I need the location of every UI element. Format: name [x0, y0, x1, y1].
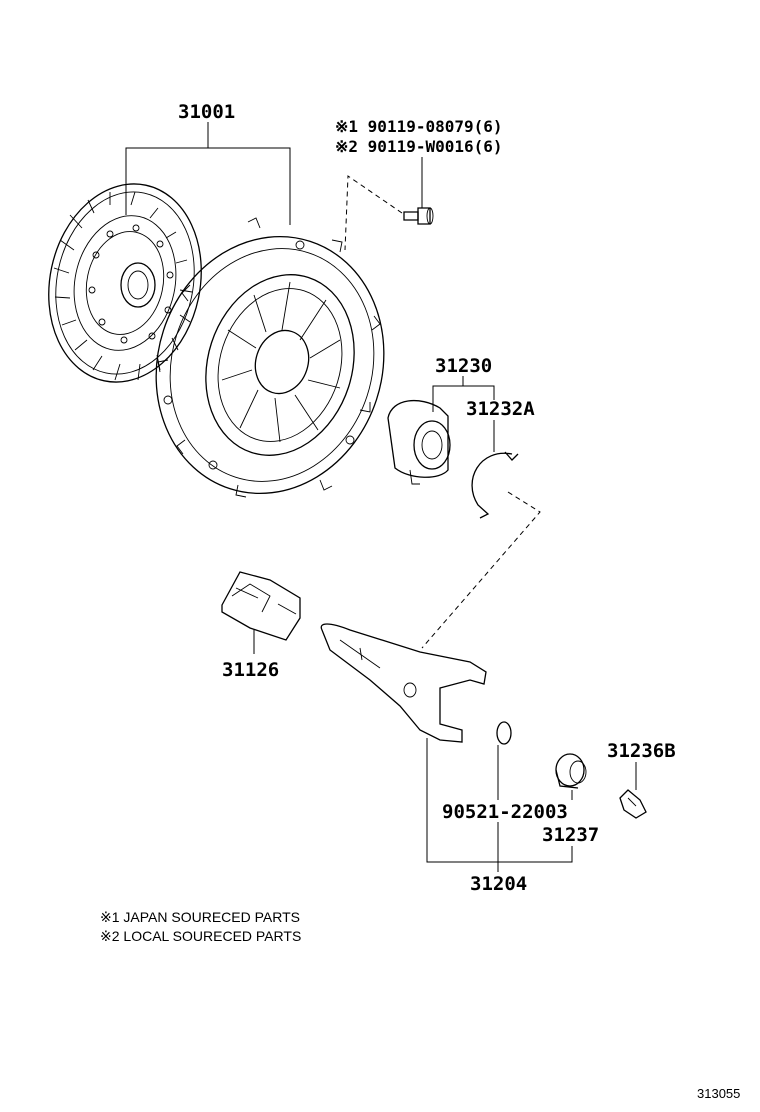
label-31204: 31204	[470, 873, 527, 895]
bolt-dash	[344, 175, 403, 251]
label-31237: 31237	[542, 824, 599, 846]
label-31236b: 31236B	[607, 740, 676, 762]
label-90521-22003: 90521-22003	[442, 801, 568, 823]
release-bearing	[387, 399, 451, 485]
boot	[221, 571, 301, 641]
label-31230: 31230	[435, 355, 492, 377]
label-bolt-local: ※2 90119-W0016(6)	[335, 137, 503, 156]
fork-bracket	[426, 738, 573, 863]
clip-dash	[421, 491, 541, 649]
note-japan: ※1 JAPAN SOURECED PARTS	[100, 909, 300, 925]
release-fork	[320, 623, 487, 743]
clip-end	[504, 451, 519, 461]
clip-part	[471, 452, 513, 519]
clutch-disc	[48, 183, 202, 383]
label-31126: 31126	[222, 659, 279, 681]
clutch-cover	[155, 217, 385, 498]
label-bolt-japan: ※1 90119-08079(6)	[335, 117, 503, 136]
figure-ref: 313055	[697, 1086, 740, 1101]
bushing-part	[555, 753, 587, 789]
label-31232a: 31232A	[466, 398, 535, 420]
label-31001: 31001	[178, 101, 235, 123]
bolt	[403, 207, 434, 225]
note-local: ※2 LOCAL SOURECED PARTS	[100, 928, 301, 944]
fulcrum-part	[619, 789, 647, 819]
ring-part	[496, 721, 512, 745]
